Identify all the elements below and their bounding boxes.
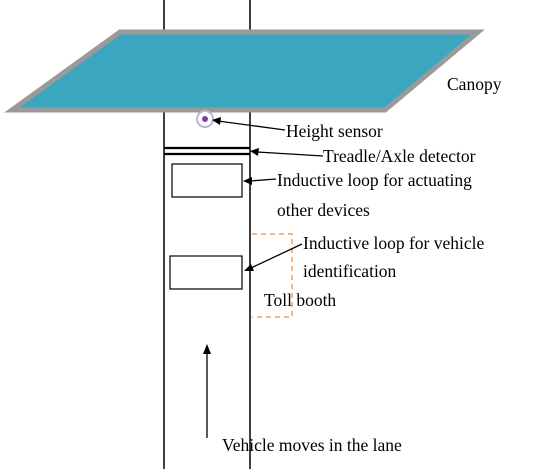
actuating-loop-arrow (249, 178, 277, 182)
identification-loop-box (169, 255, 243, 290)
identification-loop-label-line1: Inductive loop for vehicle (303, 233, 484, 253)
vehicle-direction-label: Vehicle moves in the lane (222, 435, 402, 455)
height-sensor-label: Height sensor (286, 121, 383, 141)
actuating-loop-arrowhead (243, 177, 252, 185)
vehicle-direction-arrowhead (203, 344, 211, 354)
treadle-label: Treadle/Axle detector (323, 146, 476, 166)
height-sensor-arrow (217, 120, 286, 131)
identification-loop-arrow (250, 243, 303, 269)
canopy-shape (4, 29, 485, 113)
treadle-arrowhead (250, 148, 259, 156)
actuating-loop-label-line2: other devices (277, 200, 370, 220)
toll-booth-label: Toll booth (264, 290, 336, 310)
height-sensor-dot (202, 116, 208, 122)
canopy-label: Canopy (447, 74, 502, 94)
actuating-loop-label-line1: Inductive loop for actuating (277, 170, 472, 190)
identification-loop-arrowhead (244, 264, 254, 271)
identification-loop-label-line2: identification (303, 261, 397, 281)
treadle-arrow (256, 151, 324, 157)
toll-booth-outline (252, 233, 293, 318)
actuating-loop-box (171, 163, 243, 198)
height-sensor-arrowhead (212, 117, 221, 125)
